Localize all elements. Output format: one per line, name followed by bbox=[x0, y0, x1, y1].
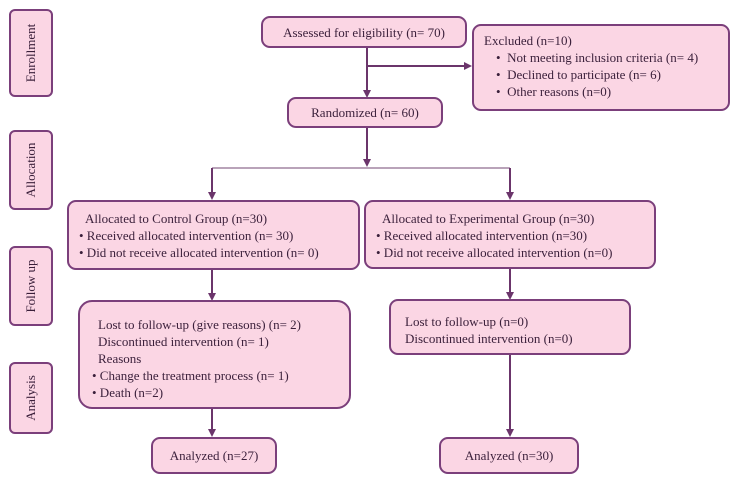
control-discontinued: Discontinued intervention (n= 1) bbox=[98, 334, 269, 349]
experimental-received: • Received allocated intervention (n=30) bbox=[376, 228, 588, 243]
experimental-not-received: • Did not receive allocated intervention… bbox=[376, 245, 613, 260]
control-analyzed-text: Analyzed (n=27) bbox=[169, 448, 259, 463]
stage-analysis: Analysis bbox=[9, 362, 53, 434]
experimental-allocated: Allocated to Experimental Group (n=30) bbox=[382, 211, 595, 226]
experimental-discontinued: Discontinued intervention (n=0) bbox=[405, 331, 573, 346]
assessed-box: Assessed for eligibility (n= 70) bbox=[261, 16, 467, 48]
experimental-lost: Lost to follow-up (n=0) bbox=[405, 314, 529, 329]
control-not-received: • Did not receive allocated intervention… bbox=[79, 245, 319, 260]
experimental-allocation-box: Allocated to Experimental Group (n=30) •… bbox=[364, 200, 656, 269]
excluded-item-1: • Not meeting inclusion criteria (n= 4) bbox=[496, 50, 699, 65]
excluded-box: Excluded (n=10) • Not meeting inclusion … bbox=[472, 24, 730, 111]
stage-allocation: Allocation bbox=[9, 130, 53, 210]
experimental-analyzed-box: Analyzed (n=30) bbox=[439, 437, 579, 474]
control-reasons-label: Reasons bbox=[98, 351, 142, 366]
control-followup-box: Lost to follow-up (give reasons) (n= 2) … bbox=[78, 300, 351, 409]
control-reason-2: • Death (n=2) bbox=[92, 385, 164, 400]
control-allocated: Allocated to Control Group (n=30) bbox=[85, 211, 268, 226]
control-received: • Received allocated intervention (n= 30… bbox=[79, 228, 294, 243]
randomized-box: Randomized (n= 60) bbox=[287, 97, 443, 128]
experimental-analyzed-text: Analyzed (n=30) bbox=[464, 448, 554, 463]
control-allocation-box: Allocated to Control Group (n=30) • Rece… bbox=[67, 200, 360, 270]
stage-enrollment: Enrollment bbox=[9, 9, 53, 97]
excluded-item-3: • Other reasons (n=0) bbox=[496, 84, 612, 99]
randomized-text: Randomized (n= 60) bbox=[311, 105, 419, 120]
experimental-followup-box: Lost to follow-up (n=0) Discontinued int… bbox=[389, 299, 631, 355]
stage-follow-up: Follow up bbox=[9, 246, 53, 326]
excluded-item-2: • Declined to participate (n= 6) bbox=[496, 67, 661, 82]
control-analyzed-box: Analyzed (n=27) bbox=[151, 437, 277, 474]
assessed-text: Assessed for eligibility (n= 70) bbox=[283, 24, 445, 40]
excluded-title: Excluded (n=10) bbox=[484, 33, 572, 48]
control-lost: Lost to follow-up (give reasons) (n= 2) bbox=[98, 317, 302, 332]
control-reason-1: • Change the treatment process (n= 1) bbox=[92, 368, 289, 383]
